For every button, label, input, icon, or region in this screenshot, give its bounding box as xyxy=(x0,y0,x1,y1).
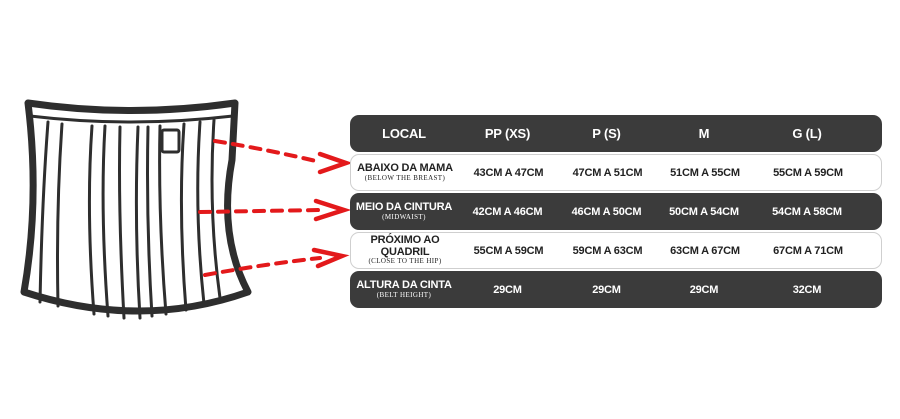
size-chart-table: LOCAL PP (XS) P (S) M G (L) ABAIXO DA MA… xyxy=(350,115,882,310)
table-cell: 43CM A 47CM xyxy=(473,166,544,179)
row-label: ABAIXO DA MAMA (BELOW THE BREAST) xyxy=(351,162,459,182)
row-label-sub: (CLOSE TO THE HIP) xyxy=(368,257,442,266)
table-cell: 54CM A 58CM xyxy=(772,205,842,218)
row-label: ALTURA DA CINTA (BELT HEIGHT) xyxy=(350,279,458,299)
row-label-sub: (BELOW THE BREAST) xyxy=(364,173,446,182)
table-cell: 55CM A 59CM xyxy=(773,166,843,179)
table-cell: 42CM A 46CM xyxy=(472,205,543,218)
header-size-xs: PP (XS) xyxy=(484,126,531,141)
table-cell: 29CM xyxy=(493,283,522,296)
table-cell: 32CM xyxy=(792,283,822,296)
table-cell: 29CM xyxy=(689,283,719,296)
belt-drawing xyxy=(20,99,252,320)
row-label-main: PRÓXIMO AO QUADRIL xyxy=(370,234,440,258)
header-size-m: M xyxy=(698,126,710,141)
table-cell: 47CM A 51CM xyxy=(572,166,643,179)
table-cell: 55CM A 59CM xyxy=(473,244,544,257)
row-label-main: MEIO DA CINTURA xyxy=(355,201,453,214)
row-label: PRÓXIMO AO QUADRIL (CLOSE TO THE HIP) xyxy=(351,234,459,266)
row-label-main: ABAIXO DA MAMA xyxy=(357,162,453,175)
header-size-l: G (L) xyxy=(792,126,822,141)
waist-belt-illustration xyxy=(20,99,353,320)
table-row-belt-height: ALTURA DA CINTA (BELT HEIGHT) 29CM 29CM … xyxy=(350,271,882,308)
row-label-main: ALTURA DA CINTA xyxy=(356,279,452,292)
row-label-sub: (BELT HEIGHT) xyxy=(376,290,432,299)
table-cell: 59CM A 63CM xyxy=(572,244,643,257)
table-row-midwaist: MEIO DA CINTURA (MIDWAIST) 42CM A 46CM 4… xyxy=(350,193,882,230)
row-label-sub: (MIDWAIST) xyxy=(382,212,426,221)
row-label: MEIO DA CINTURA (MIDWAIST) xyxy=(350,201,458,221)
table-row-close-to-hip: PRÓXIMO AO QUADRIL (CLOSE TO THE HIP) 55… xyxy=(350,232,882,269)
header-size-s: P (S) xyxy=(592,126,621,141)
table-cell: 51CM A 55CM xyxy=(670,166,740,179)
table-cell: 67CM A 71CM xyxy=(773,244,843,257)
table-cell: 63CM A 67CM xyxy=(670,244,740,257)
dashed-arrow-icon xyxy=(198,139,353,277)
header-local: LOCAL xyxy=(382,125,426,141)
table-header-row: LOCAL PP (XS) P (S) M G (L) xyxy=(350,115,882,152)
table-cell: 46CM A 50CM xyxy=(571,205,642,218)
table-cell: 50CM A 54CM xyxy=(669,205,739,218)
table-row-below-breast: ABAIXO DA MAMA (BELOW THE BREAST) 43CM A… xyxy=(350,154,882,191)
table-cell: 29CM xyxy=(592,283,621,296)
